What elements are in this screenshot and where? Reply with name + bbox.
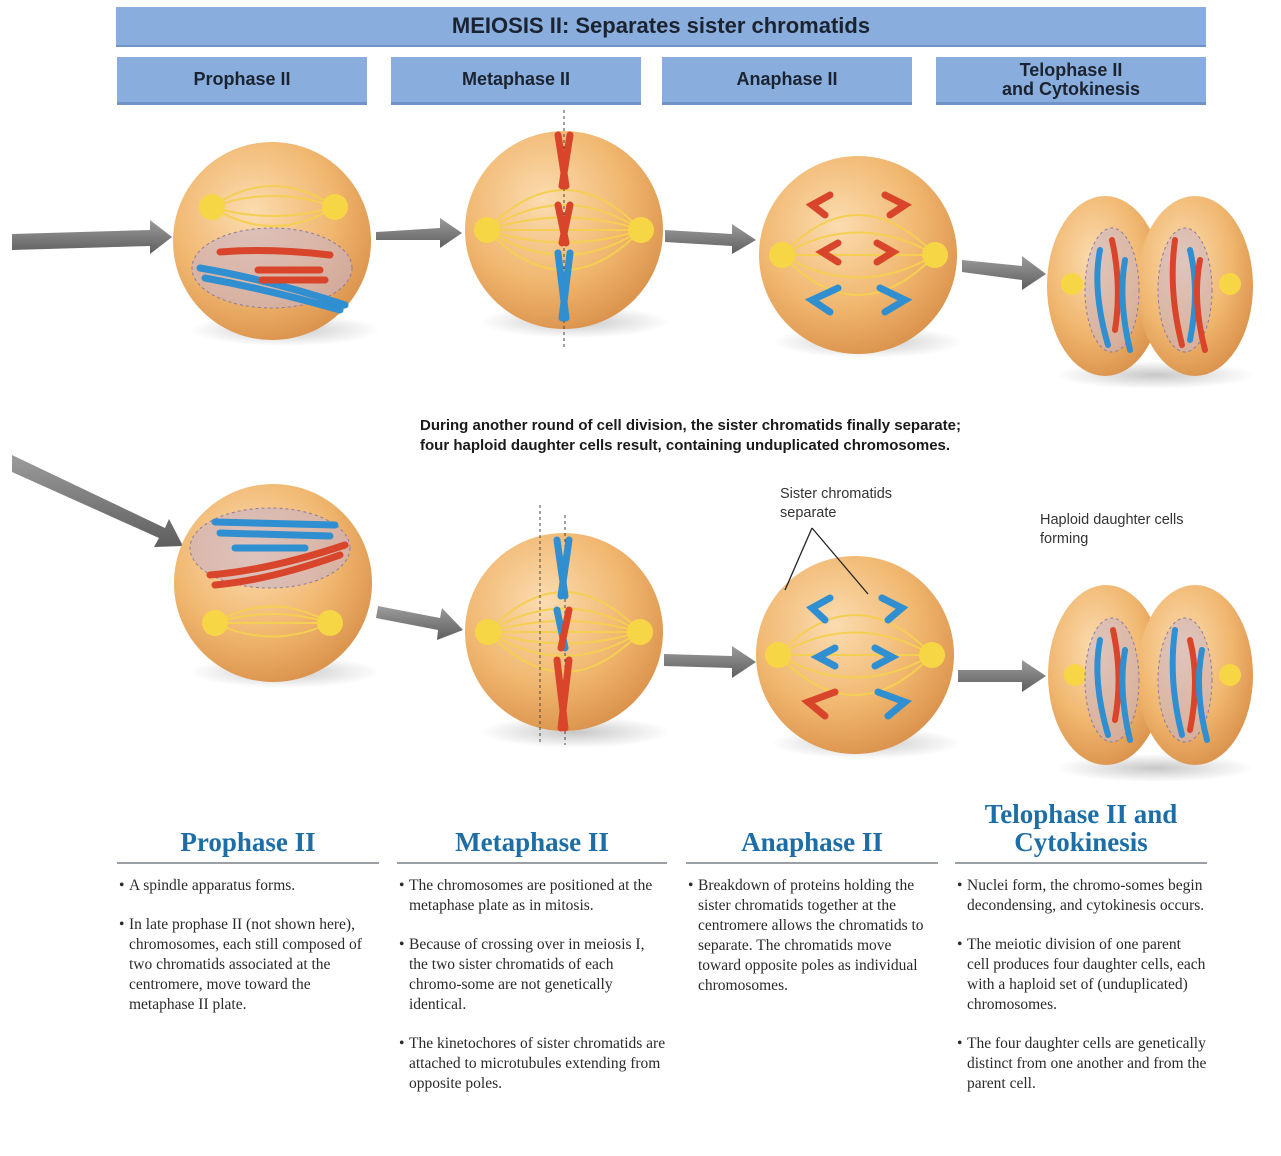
caption-line-1: During another round of cell division, t… (420, 416, 1060, 436)
column-divider (117, 862, 379, 864)
cell-anaphase-ii-top (759, 156, 963, 358)
bullet-item: •The meiotic division of one parent cell… (955, 935, 1207, 1015)
column-telophase-ii: Telophase II and Cytokinesis •Nuclei for… (955, 800, 1207, 1113)
arrow-row1-2 (665, 224, 756, 254)
column-divider (955, 862, 1207, 864)
callout-haploid-cells: Haploid daughter cells forming (1040, 511, 1183, 549)
cell-prophase-ii-top (173, 142, 380, 346)
arrow-row2-3 (958, 660, 1046, 692)
bullet-item: •The four daughter cells are genetically… (955, 1034, 1207, 1094)
bullet-item: •The chromosomes are positioned at the m… (397, 876, 667, 916)
bullet-item: •Because of crossing over in meiosis I, … (397, 935, 667, 1015)
callout-sister-line-2: separate (780, 504, 892, 523)
column-divider (686, 862, 938, 864)
arrow-row2-2 (664, 646, 756, 678)
column-anaphase-ii: Anaphase II •Breakdown of proteins holdi… (686, 800, 938, 1015)
column-prophase-ii: Prophase II •A spindle apparatus forms. … (117, 800, 379, 1034)
cell-metaphase-ii-top (465, 110, 670, 348)
bullet-item: •The kinetochores of sister chromatids a… (397, 1034, 667, 1094)
bullet-item: •A spindle apparatus forms. (117, 876, 379, 896)
callout-sister-line-1: Sister chromatids (780, 485, 892, 504)
column-heading: Telophase II and Cytokinesis (955, 800, 1207, 856)
callout-haploid-line-2: forming (1040, 530, 1183, 549)
column-heading: Anaphase II (686, 800, 938, 856)
callout-sister-chromatids: Sister chromatids separate (780, 485, 892, 523)
arrow-row2-1 (376, 606, 463, 640)
column-divider (397, 862, 667, 864)
arrow-row1-1 (376, 218, 462, 248)
bullet-item: •Breakdown of proteins holding the siste… (686, 876, 938, 996)
bullet-item: •Nuclei form, the chromo-somes begin dec… (955, 876, 1207, 916)
arrow-row1-3 (962, 256, 1046, 290)
cells-telophase-ii-bottom (1048, 585, 1255, 782)
callout-haploid-line-1: Haploid daughter cells (1040, 511, 1183, 530)
cell-prophase-ii-bottom (174, 484, 380, 688)
cells-telophase-ii-top (1047, 196, 1255, 389)
meiosis-illustration (0, 0, 1281, 800)
arrow-row1-in (12, 220, 172, 254)
caption-line-2: four haploid daughter cells result, cont… (420, 436, 1060, 456)
bullet-item: •In late prophase II (not shown here), c… (117, 915, 379, 1015)
cell-metaphase-ii-bottom (465, 505, 670, 748)
column-heading: Prophase II (117, 800, 379, 856)
arrow-row2-in (12, 455, 183, 547)
column-metaphase-ii: Metaphase II •The chromosomes are positi… (397, 800, 667, 1113)
column-heading: Metaphase II (397, 800, 667, 856)
summary-caption: During another round of cell division, t… (420, 416, 1060, 456)
